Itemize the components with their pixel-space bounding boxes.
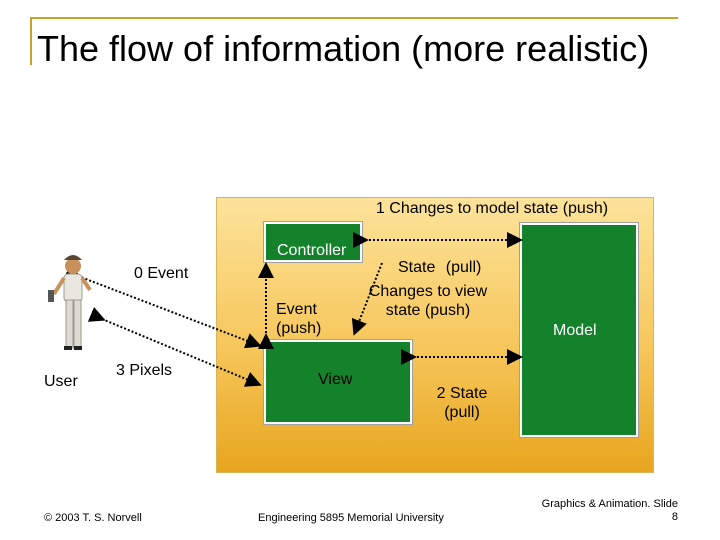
footer-slide-title: Graphics & Animation. Slide <box>541 498 678 510</box>
footer-institution: Engineering 5895 Memorial University <box>258 512 444 524</box>
label-event-zero: 0 Event <box>134 265 189 282</box>
title-rule-top <box>30 17 678 19</box>
controller-box <box>264 222 362 262</box>
label-user: User <box>44 373 78 390</box>
view-pixels-arrow <box>87 307 262 387</box>
view-box <box>264 340 412 424</box>
controller-label: Controller <box>277 242 347 259</box>
footer-copyright: © 2003 T. S. Norvell <box>44 512 142 524</box>
view-label: View <box>318 371 353 388</box>
model-label: Model <box>553 322 597 339</box>
label-changes-to-model: 1 Changes to model state (push) <box>375 200 609 217</box>
footer-slide-number: 8 <box>671 511 678 523</box>
slide-title: The flow of information (more realistic) <box>37 28 650 69</box>
label-changes-to-view: Changes to view state (push) <box>368 283 488 319</box>
label-event-push: Event (push) <box>276 301 322 337</box>
label-pixels: 3 Pixels <box>116 362 173 379</box>
label-state-pull-bottom: 2 State (pull) <box>436 385 488 421</box>
model-view-state-arrow <box>351 262 383 336</box>
title-rule-left <box>30 17 32 65</box>
model-box <box>520 223 638 437</box>
label-state-pull-top: State (pull) <box>398 259 482 276</box>
